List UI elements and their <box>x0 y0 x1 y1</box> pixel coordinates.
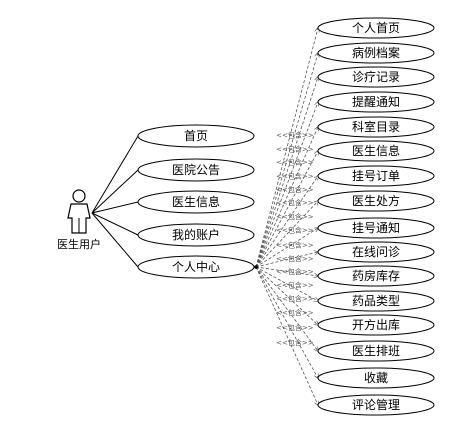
included-use-cases: 个人首页 病例档案 诊疗记录 提醒通知 科室目录 医生信息 挂号订单 医生处方 <box>317 17 435 416</box>
include-label: <<包含>> <box>276 226 314 235</box>
use-case-label: 药房库存 <box>352 268 400 283</box>
include-line <box>255 266 318 325</box>
use-case-label: 我的账户 <box>172 227 220 242</box>
use-case-label: 医院公告 <box>172 163 220 177</box>
use-case-medical-records[interactable]: 病例档案 <box>317 42 435 64</box>
use-case-doctor-schedule[interactable]: 医生排班 <box>317 340 435 362</box>
include-label: <<包含>> <box>276 294 314 303</box>
use-case-online-consultation[interactable]: 在线问诊 <box>317 241 435 263</box>
include-line <box>255 176 318 268</box>
include-label: <<包含>> <box>276 308 314 317</box>
use-case-label: 药品类型 <box>352 294 400 308</box>
include-label: <<包含>> <box>276 267 314 276</box>
use-case-my-account[interactable]: 我的账户 <box>137 223 255 247</box>
association-line <box>91 201 139 214</box>
include-line <box>255 266 318 351</box>
use-case-label: 诊疗记录 <box>352 70 400 84</box>
use-case-label: 医生处方 <box>352 193 400 208</box>
use-case-label: 提醒通知 <box>352 94 400 109</box>
include-label: <<包含>> <box>276 198 314 207</box>
use-case-doctor-info-2[interactable]: 医生信息 <box>317 140 435 162</box>
use-case-label: 挂号通知 <box>352 221 400 235</box>
use-case-treatment-records[interactable]: 诊疗记录 <box>317 66 435 88</box>
use-case-favorites[interactable]: 收藏 <box>317 367 435 389</box>
include-relationships: <<包含>> <<包含>> <<包含>> <<包含>> <<包含>> <<包含>> <<包含… <box>254 28 318 405</box>
include-line <box>255 53 318 268</box>
use-case-label: 病例档案 <box>352 45 400 60</box>
use-case-label: 医生信息 <box>352 143 400 158</box>
use-case-label: 医生信息 <box>172 194 220 209</box>
use-case-drug-type[interactable]: 药品类型 <box>317 290 435 312</box>
include-line <box>255 28 318 268</box>
include-label: <<包含>> <box>276 212 314 221</box>
include-line <box>255 252 318 268</box>
use-case-label: 科室目录 <box>352 119 400 134</box>
use-case-comment-management[interactable]: 评论管理 <box>317 394 435 416</box>
include-label: <<包含>> <box>276 131 314 140</box>
actor-doctor-user: 医生用户 <box>57 189 101 251</box>
use-case-home[interactable]: 首页 <box>137 124 255 148</box>
association-lines <box>91 135 139 268</box>
use-case-hospital-notice[interactable]: 医院公告 <box>137 158 255 182</box>
use-case-prescription[interactable]: 医生处方 <box>317 190 435 212</box>
use-case-doctor-info[interactable]: 医生信息 <box>137 190 255 214</box>
include-line <box>255 266 318 276</box>
include-line <box>255 102 318 268</box>
include-label: <<包含>> <box>276 158 314 167</box>
use-case-department-catalog[interactable]: 科室目录 <box>317 116 435 138</box>
use-case-label: 个人首页 <box>352 21 400 35</box>
include-label: <<包含>> <box>276 171 314 180</box>
use-case-dispense[interactable]: 开方出库 <box>317 314 435 336</box>
include-label: <<包含>> <box>276 338 314 347</box>
include-label: <<包含>> <box>276 254 314 263</box>
use-case-personal-center[interactable]: 个人中心 <box>137 255 255 279</box>
include-line <box>255 266 318 378</box>
include-line <box>255 77 318 268</box>
use-case-label: 挂号订单 <box>352 169 400 183</box>
association-line <box>91 212 139 268</box>
include-line <box>255 266 318 301</box>
use-case-reminder[interactable]: 提醒通知 <box>317 91 435 113</box>
include-label: <<包含>> <box>276 281 314 290</box>
include-label: <<包含>> <box>276 323 314 332</box>
include-line <box>255 201 318 268</box>
actor-label: 医生用户 <box>57 237 101 251</box>
include-line <box>255 228 318 268</box>
use-case-label: 开方出库 <box>352 317 400 332</box>
include-line <box>255 266 318 405</box>
association-line <box>91 212 139 236</box>
include-hub-dot <box>254 265 258 269</box>
use-case-label: 个人中心 <box>172 259 220 274</box>
use-case-label: 收藏 <box>364 371 388 385</box>
association-line <box>91 135 139 214</box>
use-case-label: 首页 <box>184 129 208 143</box>
primary-use-cases: 首页 医院公告 医生信息 我的账户 个人中心 <box>137 124 255 279</box>
include-line <box>255 151 318 268</box>
use-case-personal-home[interactable]: 个人首页 <box>317 17 435 39</box>
use-case-pharmacy-stock[interactable]: 药房库存 <box>317 265 435 287</box>
include-label: <<包含>> <box>276 185 314 194</box>
use-case-label: 在线问诊 <box>352 245 400 259</box>
use-case-label: 医生排班 <box>352 344 400 358</box>
use-case-registration-notice[interactable]: 挂号通知 <box>317 217 435 239</box>
use-case-registration-order[interactable]: 挂号订单 <box>317 165 435 187</box>
association-line <box>91 169 139 214</box>
include-label: <<包含>> <box>276 144 314 153</box>
actor-head-icon <box>72 189 86 203</box>
use-case-label: 评论管理 <box>352 397 400 412</box>
include-label: <<包含>> <box>276 241 314 250</box>
include-line <box>255 127 318 268</box>
